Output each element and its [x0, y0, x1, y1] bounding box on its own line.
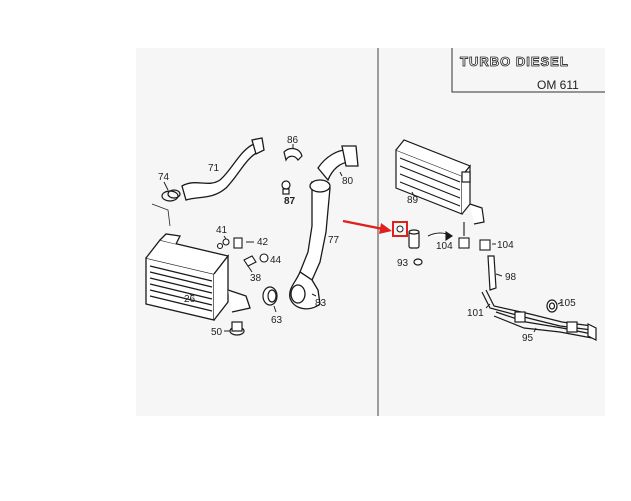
pipe-98 — [487, 255, 497, 291]
callout-38: 38 — [250, 273, 262, 284]
callout-71: 71 — [208, 163, 220, 174]
pipe-assembly — [481, 289, 597, 341]
callout-105: 105 — [559, 298, 576, 309]
callout-50: 50 — [211, 327, 223, 338]
valve-93 — [408, 229, 423, 266]
title-box: TURBO DIESEL OM 611 — [451, 48, 605, 93]
callout-44: 44 — [270, 255, 282, 266]
highlighted-part — [396, 225, 404, 233]
hose-71 — [181, 137, 265, 201]
callout-74: 74 — [158, 172, 170, 183]
connector-group — [427, 222, 491, 251]
intercooler — [145, 233, 251, 321]
engine-code: OM 611 — [537, 78, 579, 92]
callout-80: 80 — [342, 176, 354, 187]
callout-83: 83 — [315, 298, 327, 309]
callout-98: 98 — [505, 272, 517, 283]
highlighted-part-marker — [392, 221, 408, 237]
callout-104a: 104 — [436, 241, 453, 252]
callout-63: 63 — [271, 315, 283, 326]
callout-93: 93 — [397, 258, 409, 269]
callout-77: 77 — [328, 235, 340, 246]
drawing-panel — [136, 48, 605, 416]
clamp-86 — [283, 147, 303, 162]
engine-label: TURBO DIESEL — [460, 54, 569, 69]
callout-86: 86 — [287, 135, 299, 146]
callout-89: 89 — [407, 195, 419, 206]
clamp-74 — [161, 189, 181, 202]
drain-plug — [229, 321, 245, 336]
callout-87: 87 — [284, 196, 296, 207]
highlight-arrow-head — [379, 223, 392, 234]
callout-104b: 104 — [497, 240, 514, 251]
callout-101: 101 — [467, 308, 484, 319]
callout-42: 42 — [257, 237, 269, 248]
cooler-89 — [395, 139, 485, 225]
charge-pipe — [289, 145, 359, 310]
callout-95: 95 — [522, 333, 534, 344]
sensor-105 — [546, 299, 558, 313]
callout-41: 41 — [216, 225, 228, 236]
bolt-87 — [281, 180, 291, 195]
clamp-63 — [262, 286, 278, 306]
callout-26: 26 — [184, 294, 196, 305]
